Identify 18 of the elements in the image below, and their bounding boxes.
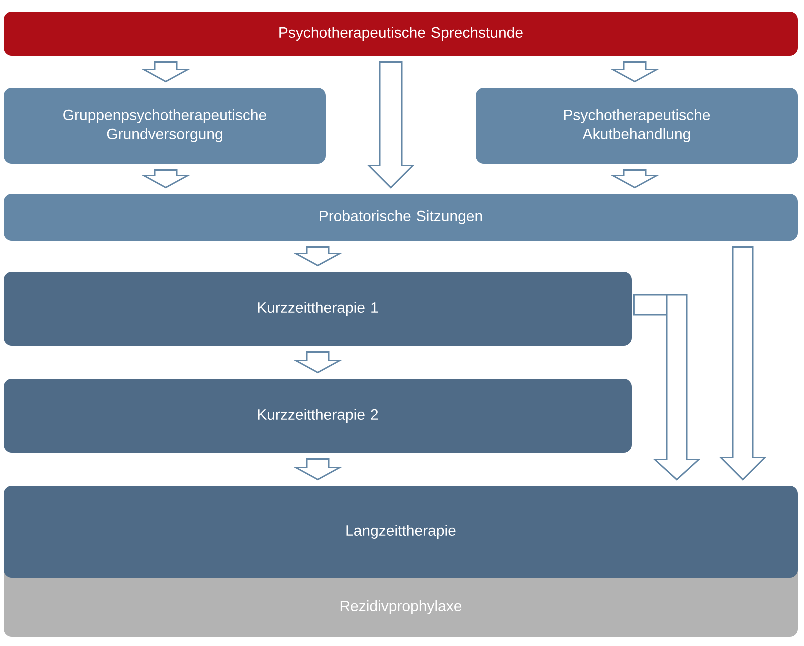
process-bar: Psychotherapeutische Sprechstunde	[4, 12, 798, 56]
process-box: Kurzzeittherapie 1	[4, 272, 632, 346]
block-arrow	[610, 61, 660, 83]
block-arrow	[141, 169, 191, 189]
block-arrow	[719, 246, 767, 481]
block-arrow	[293, 246, 343, 267]
process-box: Gruppenpsychotherapeutische Grundversorgung	[4, 88, 326, 164]
block-arrow	[367, 61, 415, 189]
process-band: Rezidivprophylaxe	[4, 548, 798, 637]
block-arrow	[293, 351, 343, 374]
block-arrow	[633, 294, 701, 481]
process-box: Langzeittherapie	[4, 486, 798, 578]
block-arrow	[141, 61, 191, 83]
block-arrow	[293, 458, 343, 481]
block-arrow	[610, 169, 660, 189]
process-box: Psychotherapeutische Akutbehandlung	[476, 88, 798, 164]
process-box: Kurzzeittherapie 2	[4, 379, 632, 453]
process-bar: Probatorische Sitzungen	[4, 194, 798, 241]
